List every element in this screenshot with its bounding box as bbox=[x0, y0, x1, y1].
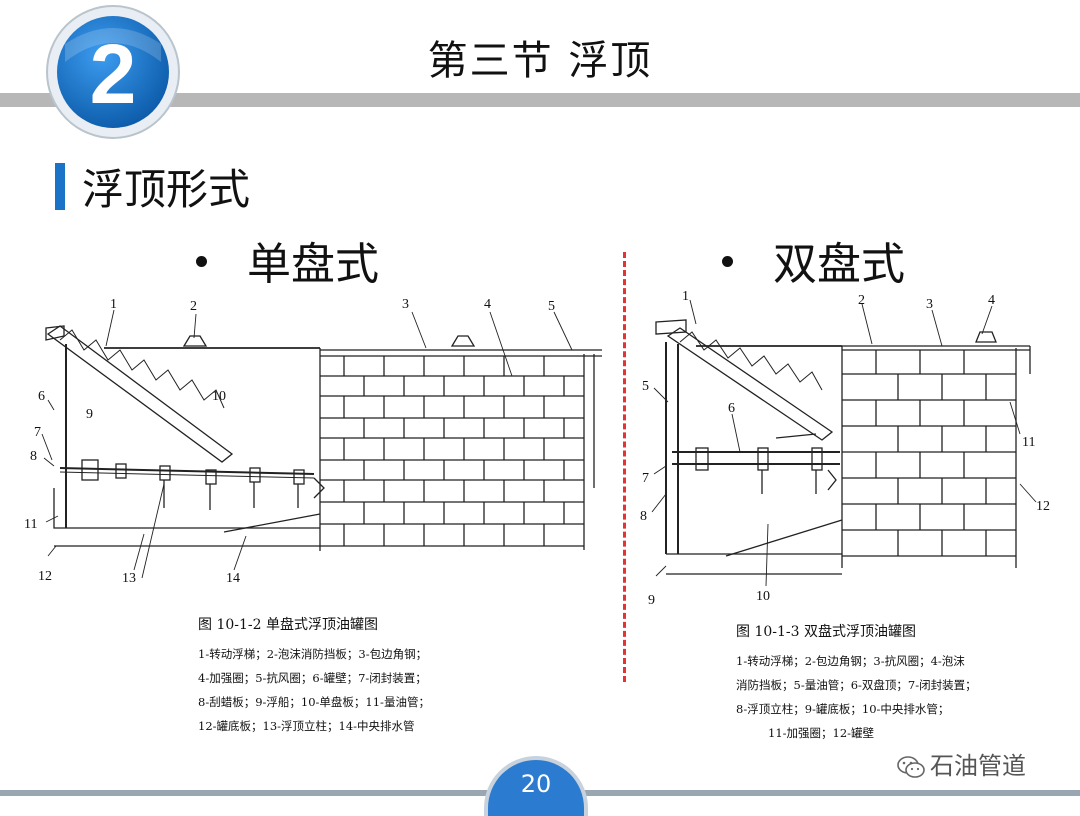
badge-number: 2 bbox=[90, 27, 137, 121]
watermark: 石油管道 bbox=[896, 746, 1026, 781]
caption-line: 8-浮顶立柱；9-罐底板；10-中央排水管； bbox=[736, 702, 950, 716]
label-2: 2 bbox=[190, 299, 197, 314]
caption-line: 4-加强圈；5-抗风圈；6-罐壁；7-闭封装置； bbox=[198, 671, 427, 685]
caption-line: 12-罐底板；13-浮顶立柱；14-中央排水管 bbox=[198, 719, 415, 733]
label-9: 9 bbox=[648, 593, 655, 608]
label-13: 13 bbox=[122, 571, 136, 586]
double-deck-diagram: 1 2 3 4 5 6 7 8 9 10 11 12 bbox=[640, 289, 1050, 608]
label-6: 6 bbox=[728, 401, 735, 416]
caption-line: 1-转动浮梯；2-包边角钢；3-抗风圈；4-泡沫 bbox=[736, 654, 965, 668]
section-number-badge: 2 bbox=[46, 5, 180, 139]
label-5: 5 bbox=[548, 299, 555, 314]
bullet-label: 双盘式 bbox=[773, 239, 905, 290]
bullet-dot bbox=[722, 255, 733, 267]
caption-line: 1-转动浮梯；2-泡沫消防挡板；3-包边角钢； bbox=[198, 647, 428, 661]
label-12: 12 bbox=[1036, 499, 1050, 514]
bullet-dot bbox=[196, 255, 207, 267]
label-1: 1 bbox=[110, 297, 117, 312]
bullet-label: 单盘式 bbox=[247, 239, 379, 290]
single-deck-diagram: 1 2 3 4 5 6 7 8 9 10 11 12 13 14 bbox=[24, 297, 602, 586]
wechat-icon bbox=[897, 756, 925, 778]
caption-line: 消防挡板；5-量油管；6-双盘顶；7-闭封装置； bbox=[736, 678, 977, 692]
bullet-single-deck: 单盘式 bbox=[196, 228, 379, 292]
label-7: 7 bbox=[34, 425, 41, 440]
label-3: 3 bbox=[926, 297, 933, 312]
page-title: 第三节 浮顶 bbox=[427, 38, 653, 84]
section-accent-bar bbox=[55, 163, 65, 210]
label-10: 10 bbox=[212, 389, 226, 404]
double-deck-caption: 图 10-1-3 双盘式浮顶油罐图 1-转动浮梯；2-包边角钢；3-抗风圈；4-… bbox=[736, 621, 977, 745]
label-4: 4 bbox=[988, 293, 995, 308]
label-14: 14 bbox=[226, 571, 240, 586]
label-5: 5 bbox=[642, 379, 649, 394]
label-6: 6 bbox=[38, 389, 45, 404]
label-2: 2 bbox=[858, 293, 865, 308]
label-3: 3 bbox=[402, 297, 409, 312]
page-number: 20 bbox=[520, 770, 552, 798]
watermark-text: 石油管道 bbox=[930, 752, 1026, 780]
header-bar bbox=[0, 93, 1080, 107]
caption-title: 图 10-1-2 单盘式浮顶油罐图 bbox=[198, 617, 378, 633]
label-10: 10 bbox=[756, 589, 770, 604]
label-8: 8 bbox=[640, 509, 647, 524]
label-12: 12 bbox=[38, 569, 52, 584]
label-9: 9 bbox=[86, 407, 93, 422]
label-11: 11 bbox=[1022, 435, 1035, 450]
single-deck-caption: 图 10-1-2 单盘式浮顶油罐图 1-转动浮梯；2-泡沫消防挡板；3-包边角钢… bbox=[198, 614, 430, 738]
caption-line: 11-加强圈；12-罐壁 bbox=[768, 726, 875, 740]
label-7: 7 bbox=[642, 471, 649, 486]
caption-title: 图 10-1-3 双盘式浮顶油罐图 bbox=[736, 624, 916, 640]
label-1: 1 bbox=[682, 289, 689, 304]
label-4: 4 bbox=[484, 297, 491, 312]
section-title: 浮顶形式 bbox=[82, 165, 251, 214]
label-11: 11 bbox=[24, 517, 37, 532]
bullet-double-deck: 双盘式 bbox=[722, 228, 905, 292]
caption-line: 8-刮蜡板；9-浮船；10-单盘板；11-量油管； bbox=[198, 695, 430, 709]
divider-line bbox=[623, 252, 626, 682]
label-8: 8 bbox=[30, 449, 37, 464]
